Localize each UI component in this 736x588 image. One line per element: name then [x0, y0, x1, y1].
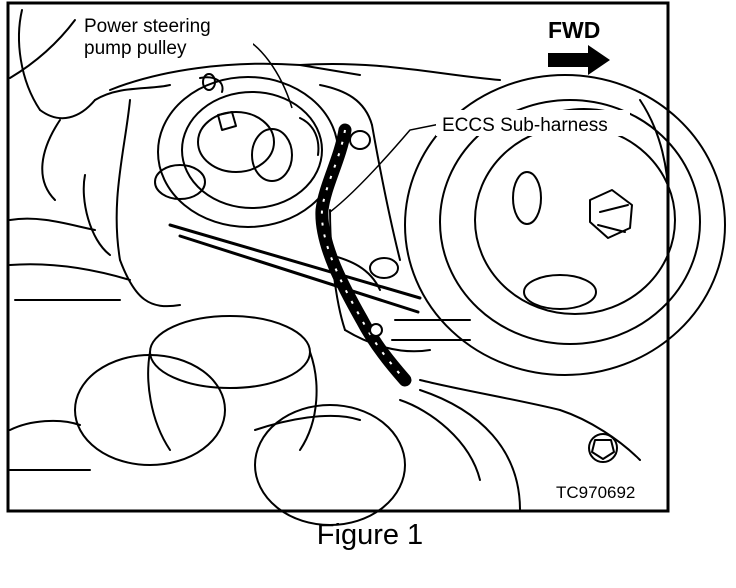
drawing	[9, 9, 726, 526]
lower-housing	[9, 315, 641, 526]
harness-label: ECCS Sub-harness	[442, 115, 608, 136]
figure-code: TC970692	[556, 483, 635, 502]
label-bg-code	[552, 478, 654, 502]
label-bg-harness	[436, 110, 630, 136]
fwd-arrow-icon	[548, 45, 610, 75]
eccs-harness	[315, 123, 412, 387]
pump-pulley-label-line1: Power steering	[84, 16, 211, 37]
pump-pulley-label-line2: pump pulley	[84, 38, 187, 59]
bolt	[588, 433, 618, 463]
harness-leader	[329, 123, 441, 213]
figure-caption: Figure 1	[317, 519, 423, 551]
fwd-label: FWD	[548, 17, 600, 43]
housing-outline	[9, 9, 501, 308]
drive-belt	[168, 223, 422, 314]
label-bg-pump	[78, 12, 253, 60]
